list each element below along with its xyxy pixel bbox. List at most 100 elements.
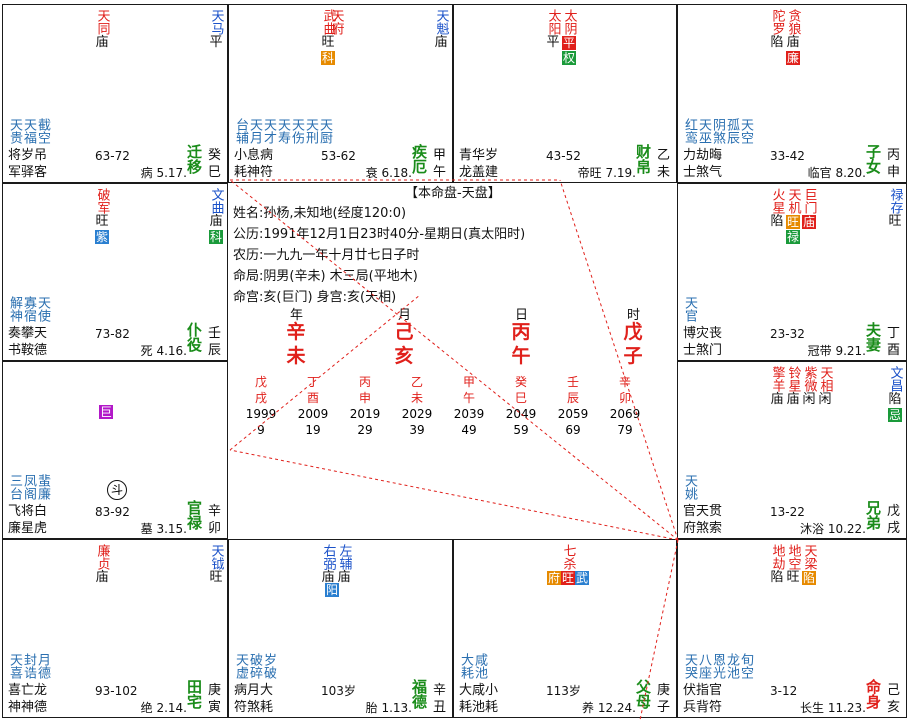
- star-name: 地空: [785, 544, 801, 570]
- minor-star: 天福: [21, 118, 36, 144]
- mutagen-badge: 府: [546, 571, 561, 585]
- transform-badge: 阳: [325, 583, 340, 597]
- star-brightness: 陷: [770, 35, 784, 50]
- major-star: 七杀府旺武: [546, 544, 590, 585]
- star-name: 天机: [785, 188, 801, 214]
- mutagen-badge: 庙: [802, 215, 817, 229]
- dayun-age: 79: [617, 423, 633, 437]
- minor-star: 天空: [738, 118, 753, 144]
- star-brightness: 庙: [95, 35, 109, 50]
- minor-stars: 天贵天福截空: [7, 118, 50, 144]
- shensha-row-2: 神神德: [8, 700, 48, 715]
- star-brightness: 庙: [337, 570, 351, 585]
- major-star: 天相闲: [818, 366, 833, 407]
- decade-range: 33-42: [770, 149, 805, 163]
- minor-star: 三台: [7, 474, 22, 500]
- minor-star: 天使: [35, 296, 50, 322]
- minor-stars: 台辅天月天才天寿天伤天刑天厨: [233, 118, 332, 144]
- minor-stars: 天姚: [682, 474, 697, 500]
- transform-badge: 巨: [99, 405, 114, 419]
- dayun-year: 2029: [401, 407, 433, 421]
- pillar-branch: 亥: [394, 345, 414, 367]
- dayun-age: 9: [257, 423, 265, 437]
- palace-name-text: 子女: [864, 144, 882, 174]
- heavenly-stem: 庚: [656, 683, 670, 698]
- star-brightness: 旺: [786, 570, 800, 585]
- shensha-row-1: 博灾丧: [683, 326, 723, 341]
- shensha-row-1: 青华岁: [459, 148, 499, 163]
- star-name: 擎羊: [769, 366, 785, 392]
- dayun-age: 29: [357, 423, 373, 437]
- minor-star: 天哭: [682, 653, 697, 679]
- star-name: 太阴: [561, 9, 577, 35]
- minor-star: 天刑: [303, 118, 318, 144]
- center-title: 【本命盘-天盘】: [405, 186, 501, 201]
- palace-name: 财帛: [634, 144, 652, 178]
- palace-name: 命身: [864, 679, 882, 713]
- mutagen-badge: 禄: [786, 230, 801, 244]
- major-star: 地劫陷: [770, 544, 785, 585]
- life-stage: 帝旺 7.19.: [577, 166, 636, 180]
- star-brightness: 庙: [786, 35, 800, 50]
- star-brightness: 旺: [888, 214, 902, 229]
- minor-star: 台辅: [233, 118, 248, 144]
- shensha-row-1: 大咸小: [459, 683, 499, 698]
- star-brightness: 闲: [818, 392, 832, 407]
- minor-star: 截空: [35, 118, 50, 144]
- minor-star: 大耗: [458, 653, 473, 679]
- minor-star: 月德: [35, 653, 50, 679]
- palace-name-text: 官禄: [185, 500, 203, 530]
- minor-star: 破碎: [247, 653, 262, 679]
- star-name: 天府: [328, 9, 344, 35]
- star-badges: 府旺武: [546, 570, 590, 585]
- heavenly-stem: 己: [886, 683, 900, 698]
- shensha-row-1: 将岁吊: [8, 148, 48, 163]
- mutagen-badge: 武: [575, 571, 590, 585]
- life-stage: 沐浴 10.22.: [800, 522, 866, 536]
- star-name: 文昌: [887, 366, 903, 392]
- dayun-stem: 戊: [254, 375, 267, 389]
- life-stage: 冠带 9.21.: [807, 344, 866, 358]
- star-name: 铃星: [785, 366, 801, 392]
- star-name: 陀罗: [769, 9, 785, 35]
- minor-star: 恩光: [710, 653, 725, 679]
- dayun-branch: 酉: [306, 391, 319, 405]
- palace-name-text: 仆役: [185, 322, 203, 352]
- dayun-year: 1999: [245, 407, 277, 421]
- heavenly-stem: 丙: [886, 148, 900, 163]
- star-brightness: 平: [546, 35, 560, 50]
- mutagen-badge: 科: [209, 230, 224, 244]
- major-star: 陀罗陷: [769, 9, 785, 50]
- minor-star: 天虚: [233, 653, 248, 679]
- major-star: 巨门庙: [802, 188, 817, 229]
- star-brightness: 旺: [95, 214, 109, 229]
- shensha-row-2: 耗池耗: [459, 700, 499, 715]
- star-name: 贪狼: [785, 9, 801, 35]
- star-brightness: 庙: [770, 392, 784, 407]
- dayun-stem: 丙: [358, 375, 371, 389]
- shensha-row-2: 耗神符: [234, 165, 274, 180]
- dayun-age: 49: [461, 423, 477, 437]
- major-star: 武曲旺科: [321, 9, 336, 65]
- palace-name: 福德: [410, 679, 428, 713]
- mutagen-badge: 科: [321, 51, 336, 65]
- decade-range: 43-52: [546, 149, 581, 163]
- heavenly-stem: 乙: [656, 148, 670, 163]
